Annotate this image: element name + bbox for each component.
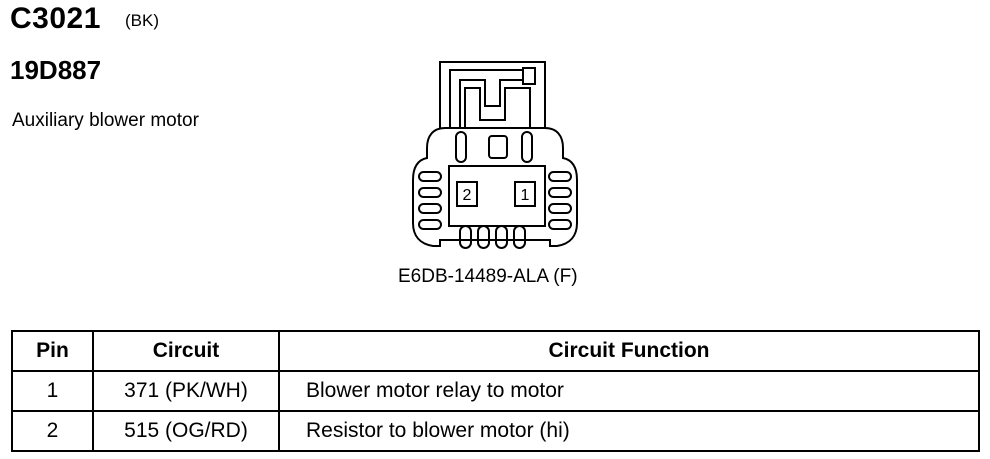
- side-rib: [548, 203, 572, 214]
- pin-cavity-frame: [448, 165, 546, 227]
- part-number: 19D887: [10, 55, 102, 85]
- table-row: 1 371 (PK/WH) Blower motor relay to moto…: [11, 370, 980, 412]
- pin-2-box: [456, 181, 478, 207]
- connector-description: Auxiliary blower motor: [12, 110, 199, 131]
- pin-1-box: [514, 181, 536, 207]
- bottom-rib: [459, 225, 472, 249]
- lock-window: [522, 67, 536, 85]
- connector-face-diagram: 2 1: [412, 61, 578, 249]
- terminal-slot: [521, 131, 533, 163]
- terminal-slot: [488, 135, 508, 159]
- bottom-rib: [513, 225, 526, 249]
- header-circuit-function: Circuit Function: [278, 330, 980, 372]
- table-row: 2 515 (OG/RD) Resistor to blower motor (…: [11, 410, 980, 452]
- bottom-rib: [477, 225, 490, 249]
- side-rib: [418, 219, 442, 230]
- cell-function: Resistor to blower motor (hi): [278, 410, 980, 452]
- side-rib: [548, 171, 572, 182]
- side-rib: [418, 203, 442, 214]
- side-rib: [548, 187, 572, 198]
- pin-table: Pin Circuit Circuit Function 1 371 (PK/W…: [11, 330, 980, 452]
- cell-pin: 2: [11, 410, 94, 452]
- cell-circuit: 371 (PK/WH): [92, 370, 280, 412]
- cell-function: Blower motor relay to motor: [278, 370, 980, 412]
- cell-circuit: 515 (OG/RD): [92, 410, 280, 452]
- bottom-rib: [495, 225, 508, 249]
- cell-pin: 1: [11, 370, 94, 412]
- lock-latch: [449, 69, 524, 128]
- header-circuit: Circuit: [92, 330, 280, 372]
- connector-id: C3021: [10, 2, 101, 35]
- pin-2-label: 2: [463, 187, 472, 204]
- lock-inner-rib: [464, 87, 531, 128]
- connector-code: E6DB-14489-ALA (F): [398, 266, 578, 287]
- locking-tab: [439, 61, 546, 128]
- color-code: (BK): [125, 11, 159, 30]
- connector-housing: [412, 127, 578, 247]
- table-header-row: Pin Circuit Circuit Function: [11, 330, 980, 372]
- terminal-slot: [455, 131, 467, 163]
- side-rib: [418, 171, 442, 182]
- side-rib: [418, 187, 442, 198]
- header-pin: Pin: [11, 330, 94, 372]
- side-rib: [548, 219, 572, 230]
- pin-1-label: 1: [521, 187, 530, 204]
